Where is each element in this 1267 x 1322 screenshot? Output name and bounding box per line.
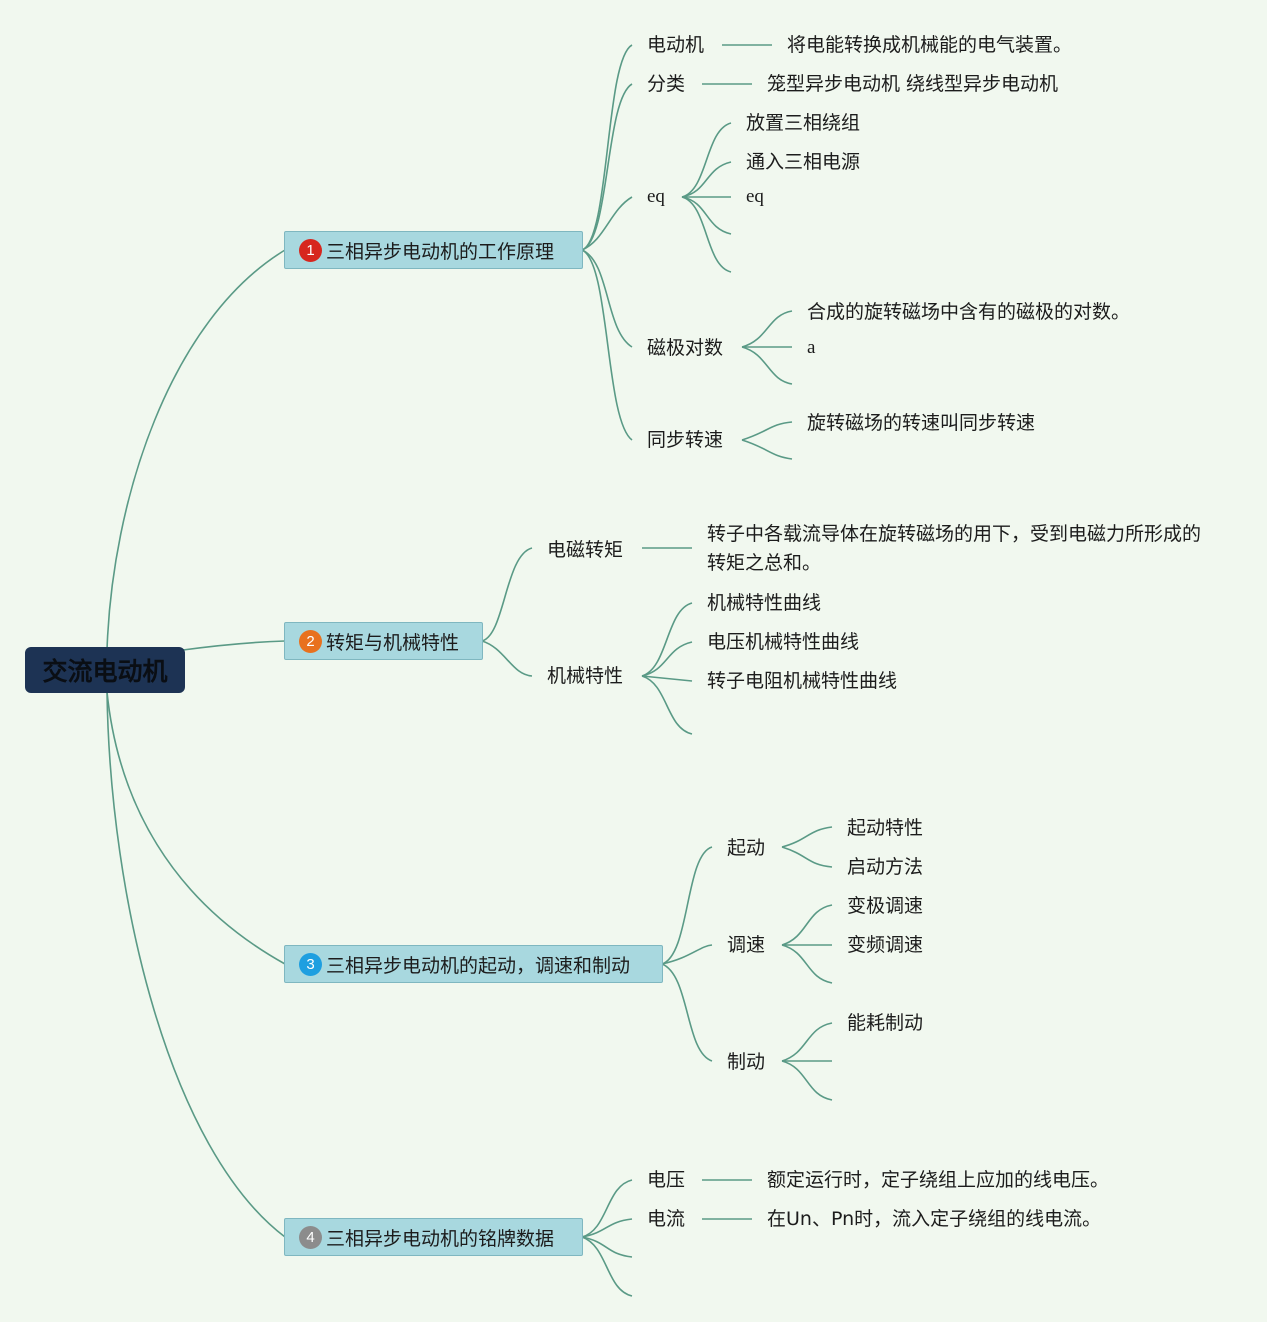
item-voltage-mech-curve[interactable]: 电压机械特性曲线 — [707, 631, 860, 653]
detail-electric-motor[interactable]: 将电能转换成机械能的电气装置。 — [787, 34, 1073, 56]
item-pole-changing[interactable]: 变极调速 — [847, 895, 924, 917]
topic-sync-speed[interactable]: 同步转速 — [647, 429, 724, 451]
connector-root-branch4 — [106, 691, 286, 1238]
item-mech-curve[interactable]: 机械特性曲线 — [707, 592, 822, 614]
topic-mech-characteristics[interactable]: 机械特性 — [547, 665, 624, 687]
item-a[interactable]: a — [807, 337, 816, 358]
badge-2: 2 — [299, 629, 322, 653]
badge-1: 1 — [299, 238, 322, 262]
item-place-windings[interactable]: 放置三相绕组 — [746, 112, 861, 134]
branch-node-1[interactable]: 1 三相异步电动机的工作原理 — [284, 231, 583, 269]
topic-em-torque[interactable]: 电磁转矩 — [547, 539, 624, 561]
item-apply-power[interactable]: 通入三相电源 — [746, 151, 861, 173]
branch-label: 三相异步电动机的工作原理 — [326, 240, 555, 263]
item-frequency-control[interactable]: 变频调速 — [847, 934, 924, 956]
item-rotor-resistance-curve[interactable]: 转子电阻机械特性曲线 — [707, 670, 898, 692]
connector-root-branch2 — [182, 640, 286, 651]
topic-speed-control[interactable]: 调速 — [727, 934, 766, 956]
item-starting-methods[interactable]: 启动方法 — [847, 856, 924, 878]
topic-eq[interactable]: eq — [647, 186, 665, 207]
topic-starting[interactable]: 起动 — [727, 837, 766, 859]
topic-electric-motor[interactable]: 电动机 — [647, 34, 705, 56]
topic-voltage[interactable]: 电压 — [647, 1169, 686, 1191]
item-eq[interactable]: eq — [746, 186, 764, 207]
topic-classification[interactable]: 分类 — [647, 73, 686, 95]
detail-em-torque[interactable]: 转子中各载流导体在旋转磁场的用下，受到电磁力所形成的转矩之总和。 — [707, 523, 1202, 574]
item-starting-characteristics[interactable]: 起动特性 — [847, 817, 924, 839]
branch-node-3[interactable]: 3 三相异步电动机的起动，调速和制动 — [284, 945, 663, 983]
item-pole-pairs-definition[interactable]: 合成的旋转磁场中含有的磁极的对数。 — [807, 301, 1131, 323]
branch-label: 三相异步电动机的铭牌数据 — [326, 1227, 555, 1250]
topic-braking[interactable]: 制动 — [727, 1051, 766, 1073]
branch-node-4[interactable]: 4 三相异步电动机的铭牌数据 — [284, 1218, 583, 1256]
branch-label: 转矩与机械特性 — [326, 631, 460, 654]
detail-voltage[interactable]: 额定运行时，定子绕组上应加的线电压。 — [767, 1169, 1110, 1191]
item-sync-speed-definition[interactable]: 旋转磁场的转速叫同步转速 — [807, 412, 1036, 434]
detail-classification[interactable]: 笼型异步电动机 绕线型异步电动机 — [767, 73, 1059, 95]
branch-node-2[interactable]: 2 转矩与机械特性 — [284, 622, 483, 660]
topic-current[interactable]: 电流 — [647, 1208, 686, 1230]
badge-3: 3 — [299, 952, 322, 976]
connector-root-branch3 — [106, 691, 286, 965]
root-label: 交流电动机 — [42, 657, 168, 686]
item-dynamic-braking[interactable]: 能耗制动 — [847, 1012, 924, 1034]
badge-4: 4 — [299, 1225, 322, 1249]
connector-root-branch1 — [106, 249, 286, 651]
root-node[interactable]: 交流电动机 — [25, 647, 185, 693]
detail-current[interactable]: 在Un、Pn时，流入定子绕组的线电流。 — [767, 1208, 1102, 1230]
topic-pole-pairs[interactable]: 磁极对数 — [647, 337, 724, 359]
branch-label: 三相异步电动机的起动，调速和制动 — [326, 954, 631, 977]
